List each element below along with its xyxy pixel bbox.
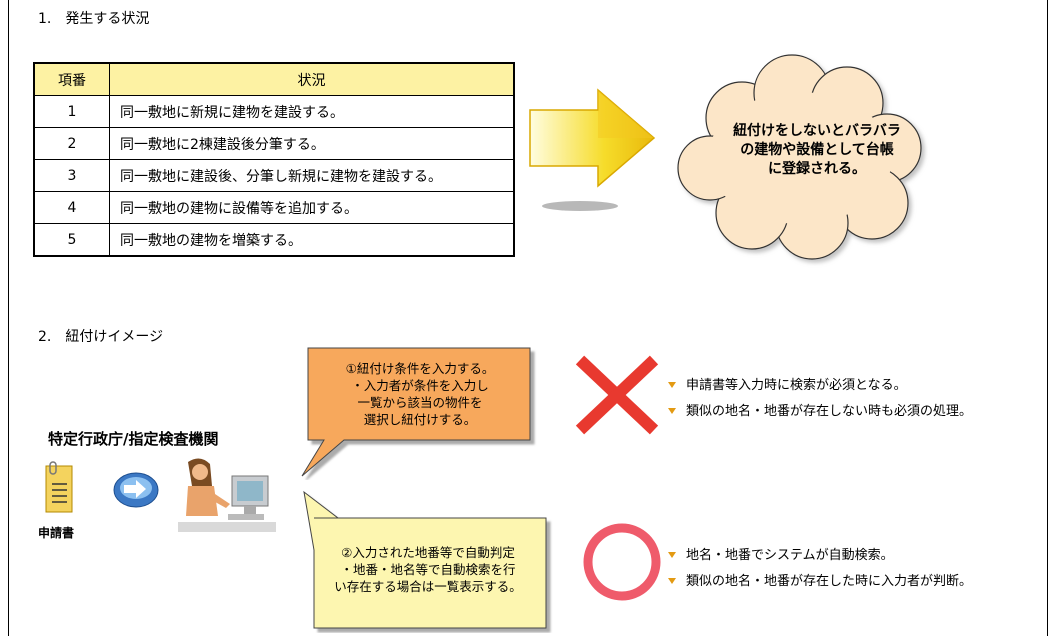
callout-line: ①紐付け条件を入力する。 — [345, 361, 495, 376]
status-table: 項番 状況 1 同一敷地に新規に建物を建設する。 2 同一敷地に2棟建設後分筆す… — [33, 62, 515, 257]
table-row: 1 同一敷地に新規に建物を建設する。 — [33, 95, 515, 128]
org-label: 特定行政庁/指定検査機関 — [48, 430, 219, 448]
row-no: 2 — [33, 127, 110, 160]
page-frame — [8, 0, 1048, 636]
bullet-icon — [668, 407, 676, 414]
callout-line: 一覧から該当の物件を — [357, 395, 483, 410]
document-label: 申請書 — [38, 526, 75, 540]
cloud-shape — [677, 54, 922, 260]
bullet-text: 申請書等入力時に検索が必須となる。 — [686, 377, 907, 393]
circle-mark-icon — [583, 523, 661, 601]
callout-top — [301, 347, 531, 477]
cloud-text: 紐付けをしないとバラバラ の建物や設備として台帳 に登録される。 — [722, 122, 912, 179]
bullet-icon — [668, 577, 676, 584]
row-no: 5 — [33, 223, 110, 257]
header-status: 状況 — [109, 62, 515, 96]
row-no: 4 — [33, 191, 110, 224]
callout-bottom-text: ②入力された地番等で自動判定 ・地番・地名等で自動検索を行 い存在する場合は一覧… — [308, 544, 548, 595]
person-computer-icon — [178, 458, 276, 532]
cross-mark-icon — [575, 355, 659, 435]
bullet-text: 類似の地名・地番が存在しない時も必須の処理。 — [686, 403, 973, 419]
table-header-row: 項番 状況 — [33, 62, 515, 96]
table-row: 5 同一敷地の建物を増築する。 — [33, 223, 515, 257]
list-item: 申請書等入力時に検索が必須となる。 — [668, 370, 972, 396]
bullet-icon — [668, 381, 676, 388]
list-item: 類似の地名・地番が存在した時に入力者が判断。 — [668, 566, 972, 592]
blue-arrow-icon — [113, 472, 159, 508]
callout-line: ・入力者が条件を入力し — [351, 378, 489, 393]
bad-bullet-list: 申請書等入力時に検索が必須となる。 類似の地名・地番が存在しない時も必須の処理。 — [668, 370, 972, 422]
callout-bottom — [303, 490, 547, 629]
section1-title: 1. 発生する状況 — [38, 11, 150, 27]
row-text: 同一敷地に建設後、分筆し新規に建物を建設する。 — [109, 159, 515, 192]
row-no: 3 — [33, 159, 110, 192]
list-item: 類似の地名・地番が存在しない時も必須の処理。 — [668, 396, 972, 422]
cloud-line: 紐付けをしないとバラバラ — [733, 123, 901, 139]
row-text: 同一敷地に新規に建物を建設する。 — [109, 95, 515, 128]
table-row: 3 同一敷地に建設後、分筆し新規に建物を建設する。 — [33, 159, 515, 192]
right-arrow-icon — [529, 88, 656, 211]
row-text: 同一敷地の建物を増築する。 — [109, 223, 515, 257]
section2-title: 2. 紐付けイメージ — [38, 329, 164, 345]
bullet-text: 類似の地名・地番が存在した時に入力者が判断。 — [686, 573, 973, 589]
bullet-text: 地名・地番でシステムが自動検索。 — [686, 547, 894, 563]
table-row: 2 同一敷地に2棟建設後分筆する。 — [33, 127, 515, 160]
callout-top-text: ①紐付け条件を入力する。 ・入力者が条件を入力し 一覧から該当の物件を 選択し紐… — [310, 360, 530, 428]
table-row: 4 同一敷地の建物に設備等を追加する。 — [33, 191, 515, 224]
cloud-line: に登録される。 — [768, 161, 866, 177]
callout-line: ・地番・地名等で自動検索を行 — [340, 562, 516, 577]
bullet-icon — [668, 551, 676, 558]
header-no: 項番 — [33, 62, 110, 96]
cloud-line: の建物や設備として台帳 — [740, 142, 894, 158]
document-icon — [45, 461, 73, 513]
callout-line: ②入力された地番等で自動判定 — [341, 545, 515, 560]
row-text: 同一敷地に2棟建設後分筆する。 — [109, 127, 515, 160]
list-item: 地名・地番でシステムが自動検索。 — [668, 540, 972, 566]
row-text: 同一敷地の建物に設備等を追加する。 — [109, 191, 515, 224]
good-bullet-list: 地名・地番でシステムが自動検索。 類似の地名・地番が存在した時に入力者が判断。 — [668, 540, 972, 592]
callout-line: 選択し紐付けする。 — [363, 412, 477, 427]
row-no: 1 — [33, 95, 110, 128]
callout-line: い存在する場合は一覧表示する。 — [334, 579, 522, 594]
